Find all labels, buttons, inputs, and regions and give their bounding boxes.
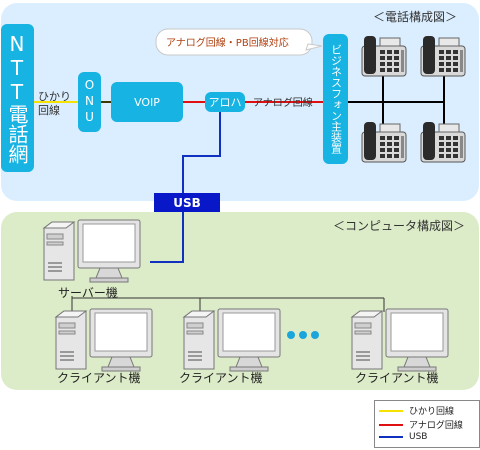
legend-label-hikari: ひかり回線 [409, 407, 455, 417]
legend-swatch-analog [379, 423, 403, 426]
callout-text: アナログ回線・PB回線対応 [166, 38, 289, 49]
legend: ひかり回線 アナログ回線 USB [374, 400, 480, 448]
legend-item-hikari: ひかり回線 [379, 404, 454, 417]
server-label: サーバー機 [58, 286, 118, 300]
client-computer-icon-1 [55, 308, 153, 372]
computer-section-caption: ＜コンピュータ構成図＞ [333, 219, 466, 233]
legend-label-analog: アナログ回線 [409, 421, 463, 431]
usb-connector-box: USB [154, 193, 220, 212]
ellipsis-dot-1 [287, 331, 295, 339]
usb-line [150, 112, 221, 263]
business-phone-unit-box: ビジネスフォン主装置 [323, 34, 348, 164]
ellipsis-dot-2 [299, 331, 307, 339]
voip-box: VOIP [111, 82, 183, 122]
client-label-2: クライアント機 [179, 371, 263, 385]
ellipsis-dot-3 [311, 331, 319, 339]
analog-line-label: アナログ回線 [253, 98, 313, 109]
phone-section-caption: ＜電話構成図＞ [373, 10, 458, 24]
client-label-1: クライアント機 [57, 371, 141, 385]
hikari-line-label: ひかり回線 [38, 90, 71, 117]
server-computer-icon [43, 219, 141, 283]
legend-label-usb: USB [409, 432, 428, 442]
legend-item-usb: USB [379, 432, 427, 442]
legend-swatch-hikari [379, 409, 403, 412]
ntt-network-box: NTT電話網 [1, 24, 34, 172]
onu-box: ONU [78, 72, 101, 132]
adapter-box: アロハ [205, 92, 245, 112]
legend-swatch-usb [379, 436, 403, 438]
client-computer-icon-3 [351, 308, 449, 372]
client-computer-icon-2 [183, 308, 281, 372]
legend-item-analog: アナログ回線 [379, 418, 463, 431]
client-label-3: クライアント機 [355, 371, 439, 385]
